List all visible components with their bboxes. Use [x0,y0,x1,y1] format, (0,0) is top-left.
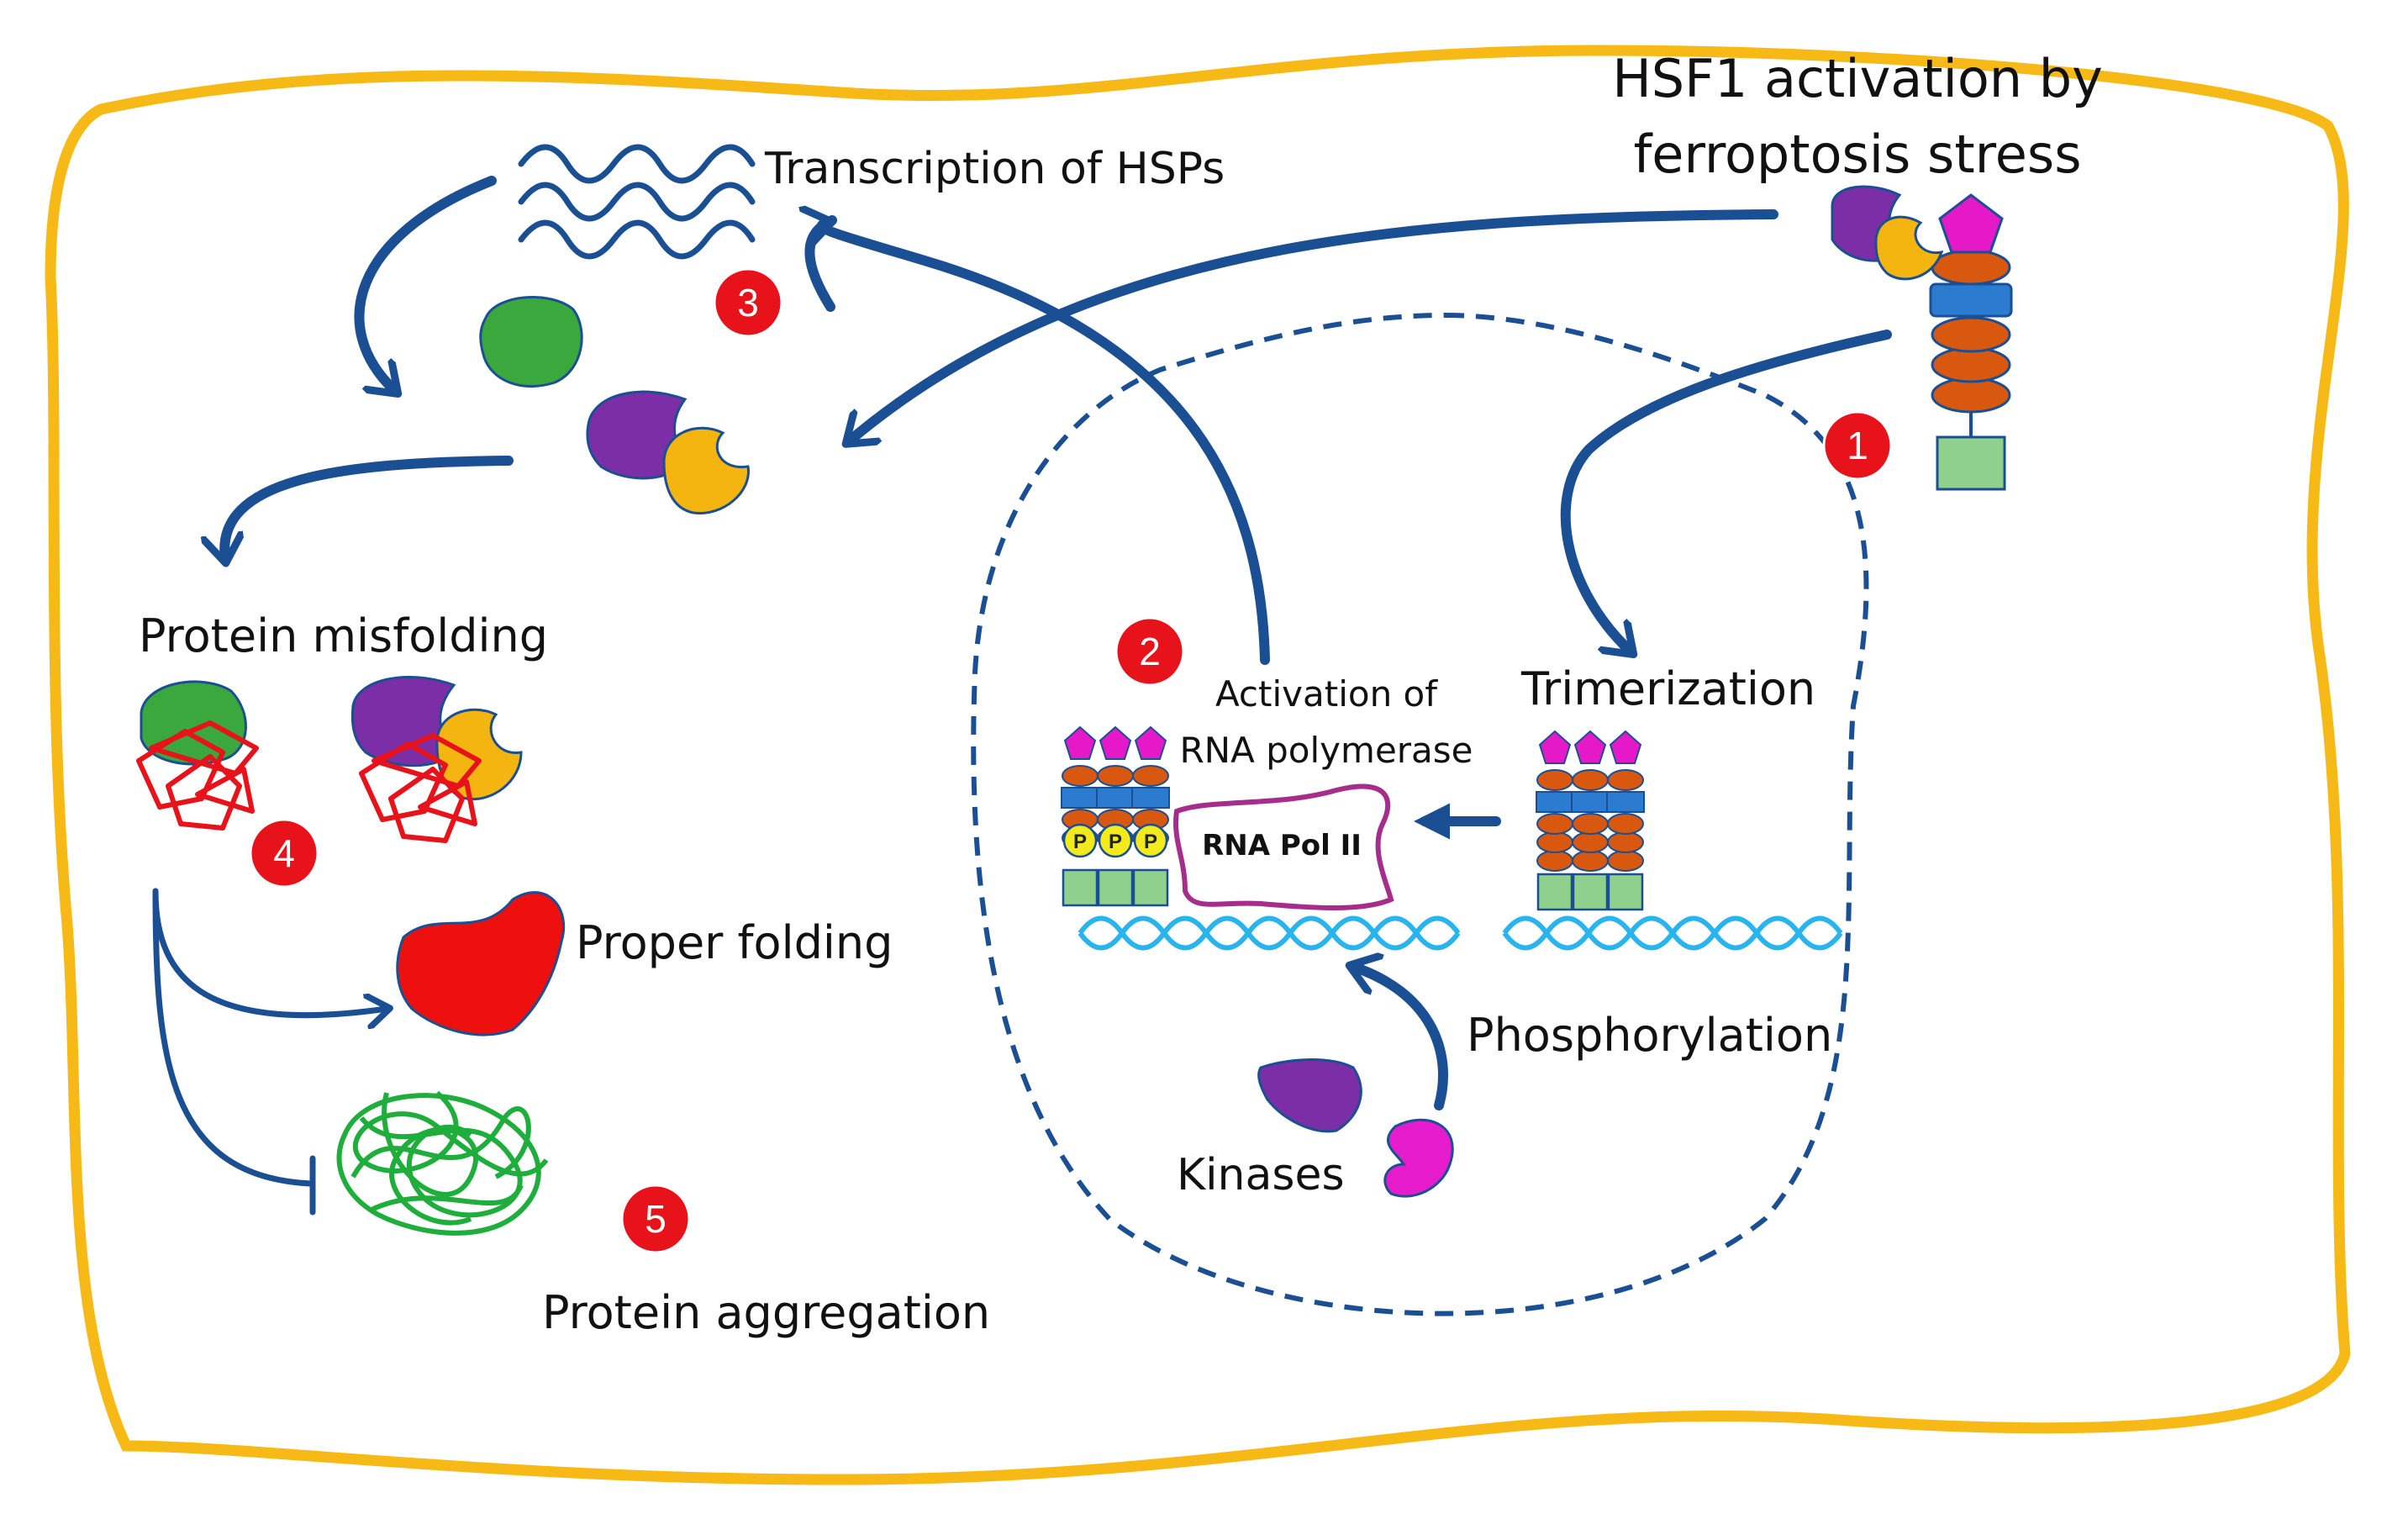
misfolding-label: Protein misfolding [139,609,548,662]
svg-text:3: 3 [737,281,759,324]
hsf1-trimer [1536,730,1645,911]
step-badge-1: 1 [1822,410,1893,481]
proper-folding-label: Proper folding [576,916,893,969]
step-badge-3: 3 [713,267,783,338]
activation-label-line2: RNA polymerase [1179,730,1473,771]
transcription-label: Transcription of HSPs [764,144,1225,194]
arrow-hook-transcription [804,215,837,312]
kinases-label: Kinases [1177,1150,1345,1200]
arrow-misfolded-to-proper-folding [152,888,387,1015]
step-badge-2: 2 [1114,616,1185,687]
bound-chaperone-yellow [1874,215,1944,281]
hsp-green [479,295,583,388]
svg-text:5: 5 [645,1197,667,1241]
hsf1-title-line1: HSF1 activation by [1612,48,2103,109]
properly-folded-protein [396,891,566,1036]
arrow-kinases-to-dna [1353,967,1448,1110]
hsf1-trimer-phosphorylated: P P P [1061,725,1170,907]
dna-helix-right [1502,915,1843,951]
inhibition-misfolded-to-aggregation [152,888,316,1216]
kinase-magenta [1383,1118,1454,1198]
arrow-mrna-to-chaperones [354,176,497,391]
svg-text:P: P [1144,831,1157,853]
arrow-hsf1-to-trimerization [1560,330,1892,651]
dna-helix-left [1078,915,1461,951]
phosphate-group: P [1062,823,1098,858]
step-badge-4: 4 [249,818,319,889]
svg-text:P: P [1073,831,1087,853]
svg-text:4: 4 [273,831,295,875]
misfolded-protein-chaperone [350,676,523,843]
hsf1-monomer [1831,185,2013,491]
rna-pol-ii [1173,783,1394,910]
mrna-waves [518,144,756,260]
phosphorylation-label: Phosphorylation [1467,1009,1832,1062]
arrow-chaperones-to-misfolding [224,456,514,559]
svg-text:2: 2 [1139,630,1161,673]
phosphate-group: P [1098,823,1133,858]
svg-text:1: 1 [1847,424,1868,467]
arrow-activation-to-transcription [822,223,1270,665]
hsf1-title-line2: ferroptosis stress [1633,124,2081,185]
activation-label-line1: Activation of [1215,673,1438,715]
cell-membrane [45,45,2351,1485]
step-badge-5: 5 [620,1184,691,1254]
protein-aggregate [336,1090,549,1236]
rna-pol-ii-label: RNA Pol II [1202,829,1362,862]
arrow-hsf1-to-chaperones [849,209,1778,441]
misfolded-protein-green [136,680,259,831]
hsp-yellow [662,426,750,515]
kinase-purple [1257,1058,1362,1133]
trimerization-label: Trimerization [1520,662,1815,715]
phosphate-group: P [1133,823,1168,858]
aggregation-label: Protein aggregation [542,1286,990,1339]
svg-text:P: P [1109,831,1122,853]
